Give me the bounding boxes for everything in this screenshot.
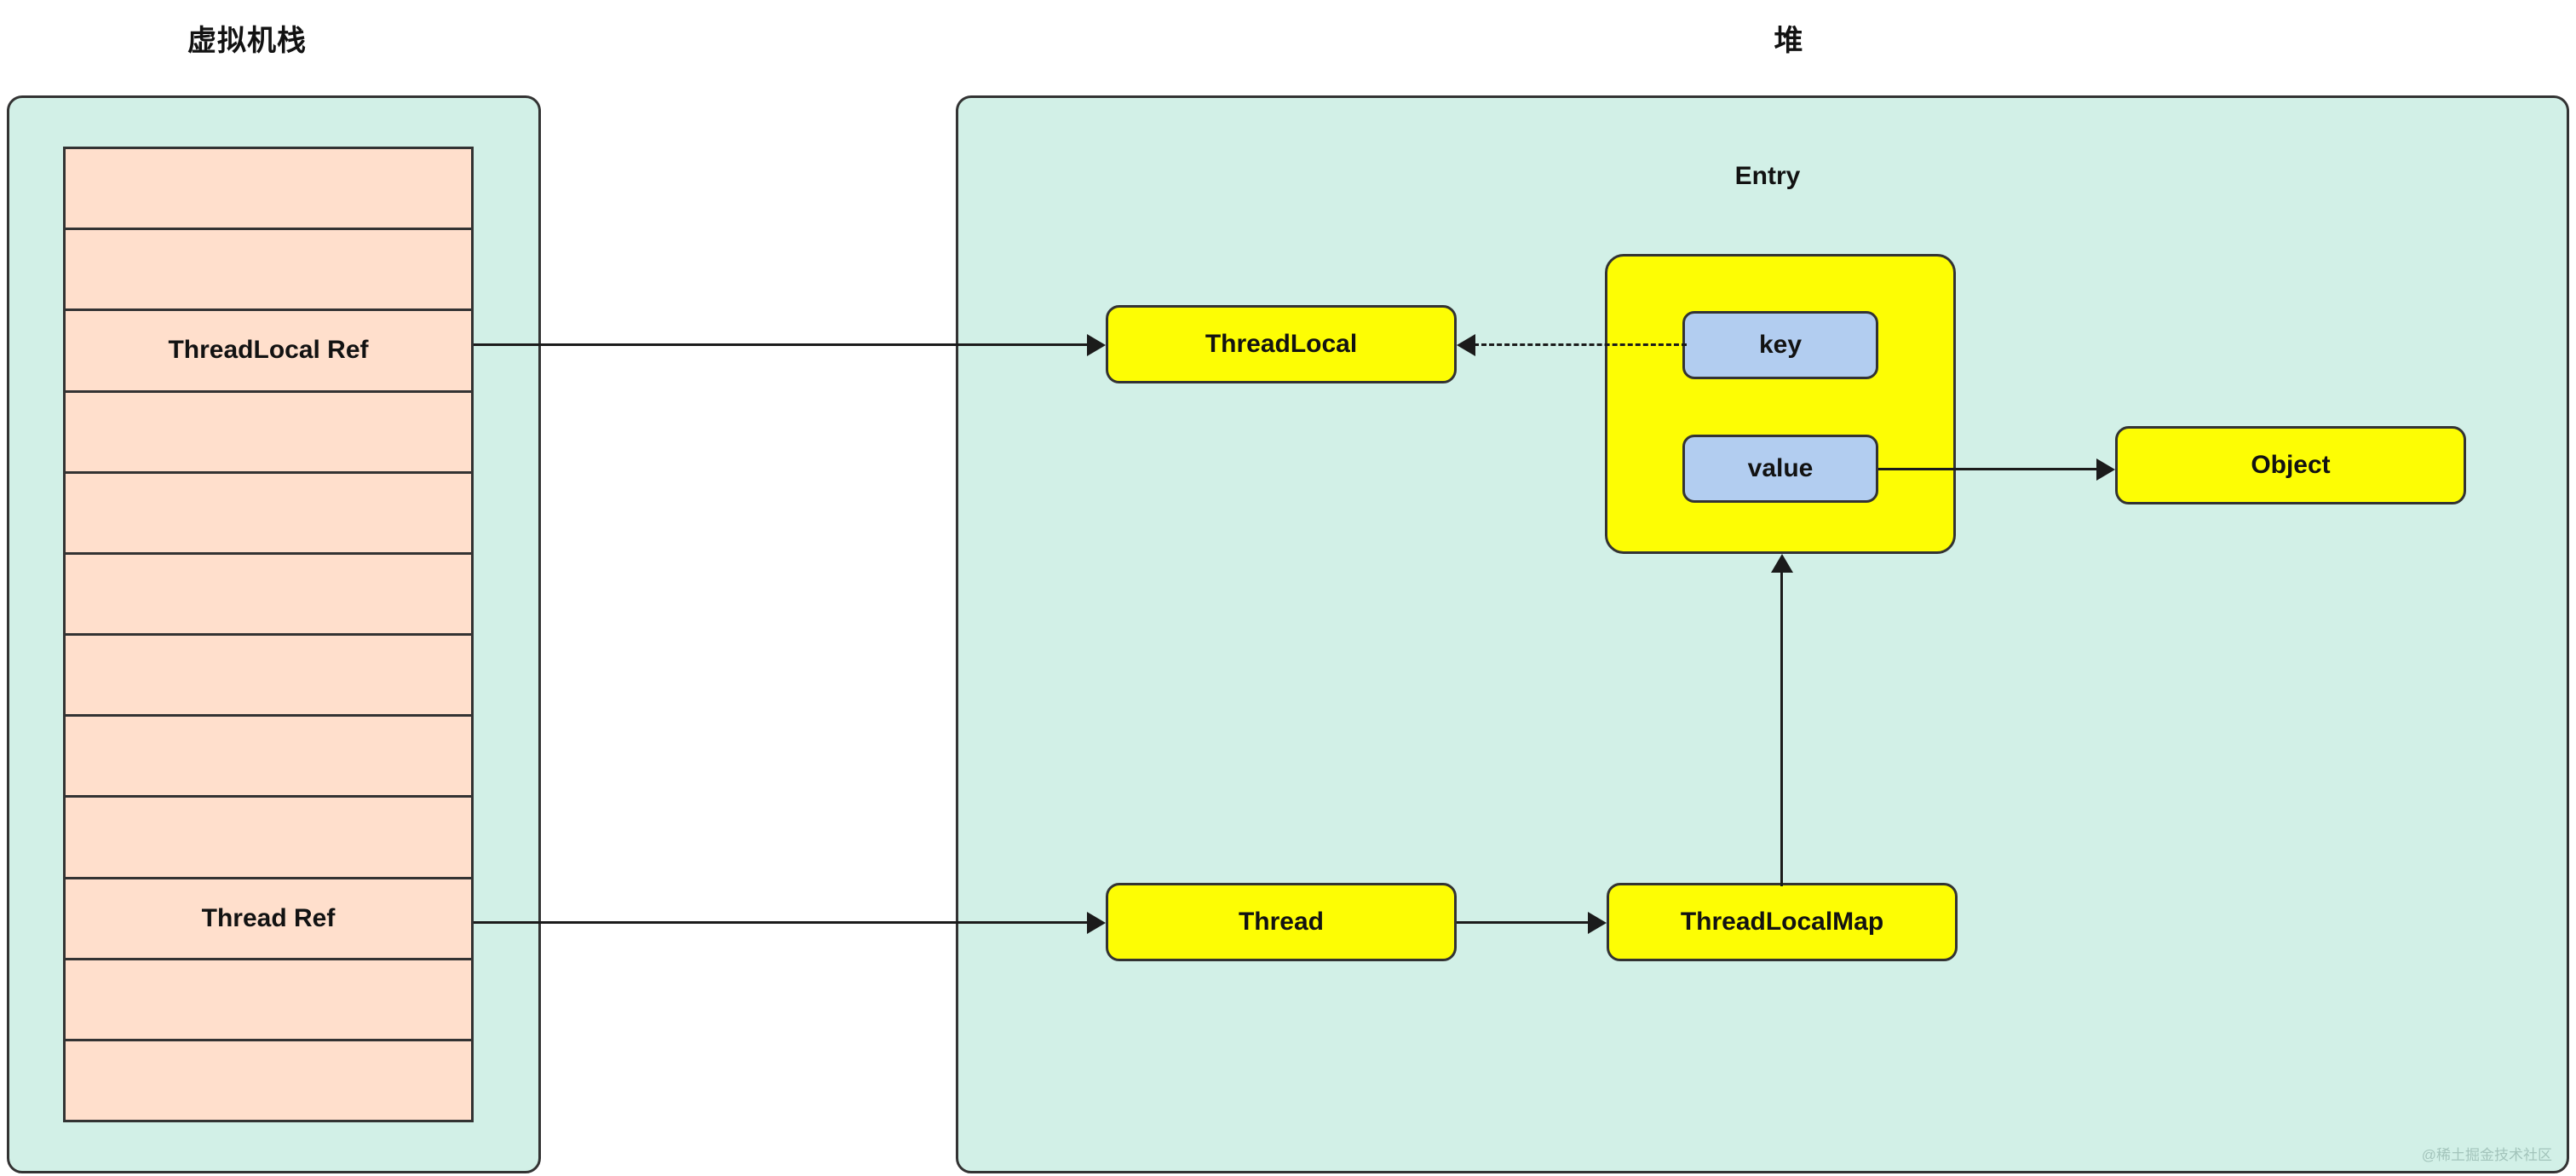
stack-cell [66,960,471,1041]
stack-cell-thread-ref: Thread Ref [66,879,471,960]
node-thread: Thread [1106,883,1457,961]
arrowhead-up-icon [1771,554,1793,573]
stack-cell [66,636,471,718]
arrowhead-right-icon [1588,912,1607,934]
stack-cell [66,717,471,798]
heap-panel-title: 堆 [1774,25,1804,57]
node-object: Object [2115,426,2466,504]
stack-cell [66,473,471,555]
watermark: @稀土掘金技术社区 [2421,1147,2552,1163]
node-entry-value: value [1682,435,1878,503]
stack-cell [66,149,471,231]
node-threadlocalmap: ThreadLocalMap [1607,883,1958,961]
stack-cell [66,1041,471,1121]
connector-key-to-threadlocal-weak [1474,343,1687,346]
stack-panel-title: 虚拟机栈 [187,25,307,57]
stack-frame-table: ThreadLocal Ref Thread Ref [63,147,474,1122]
stack-cell [66,798,471,879]
node-threadlocal: ThreadLocal [1106,305,1457,383]
stack-cell [66,554,471,637]
arrowhead-right-icon [1087,912,1106,934]
connector-threadlocalmap-to-entry [1780,571,1783,886]
connector-threadlocalref-to-threadlocal [474,343,1087,346]
entry-box [1605,254,1956,554]
arrowhead-right-icon [1087,334,1106,356]
stack-cell [66,392,471,474]
entry-group-label: Entry [1734,162,1801,190]
node-entry-key: key [1682,311,1878,379]
connector-thread-to-threadlocalmap [1457,921,1590,924]
connector-threadref-to-thread [474,921,1087,924]
connector-value-to-object [1878,468,2100,470]
stack-cell-threadlocal-ref: ThreadLocal Ref [66,311,471,393]
arrowhead-right-icon [2096,458,2115,481]
stack-cell [66,230,471,312]
arrowhead-left-icon [1457,334,1475,356]
